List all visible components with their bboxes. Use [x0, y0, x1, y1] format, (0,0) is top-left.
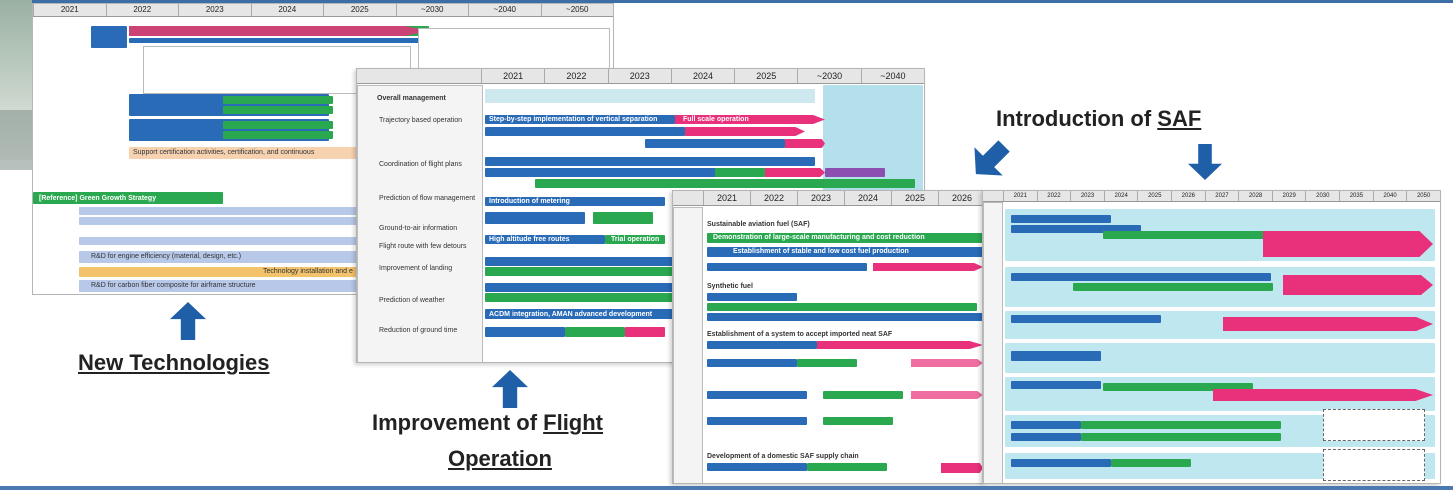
caption-operation: Operation — [448, 446, 552, 471]
year-safb-10: 2035 — [1339, 191, 1373, 201]
row-synthetic: Synthetic fuel — [707, 283, 753, 290]
bar-demo-large-scale: Demonstration of large-scale manufacturi… — [713, 234, 925, 241]
reference-label: [Reference] Green Growth Strategy — [39, 195, 157, 202]
row-overall-management: Overall management — [377, 95, 446, 102]
row-few-detours: Flight route with few detours — [379, 243, 467, 250]
year-safb-2: 2023 — [1070, 191, 1104, 201]
year-flightop-5: ~2030 — [797, 69, 860, 83]
row-weather: Prediction of weather — [379, 297, 445, 304]
year-safb-3: 2024 — [1103, 191, 1138, 201]
year-safb-11: 2040 — [1372, 191, 1407, 201]
year-safa-2: 2023 — [797, 191, 844, 205]
year-flightop-6: ~2040 — [860, 69, 924, 83]
support-label: Support certification activities, certif… — [133, 149, 315, 156]
row-trajectory: Trajectory based operation — [379, 117, 463, 124]
bar-vertical-separation: Step-by-step implementation of vertical … — [489, 116, 658, 123]
year-safb-4: 2025 — [1137, 191, 1171, 201]
year-safb-8: 2029 — [1271, 191, 1306, 201]
year-safb-7: 2028 — [1238, 191, 1272, 201]
bar-stable-low-cost: Establishment of stable and low cost fue… — [733, 248, 909, 255]
year-safa-3: 2024 — [844, 191, 891, 205]
year-flightop-1: 2022 — [544, 69, 607, 83]
year-newtech-4: 2025 — [323, 4, 396, 16]
left-decoration-shade — [0, 110, 32, 170]
bar-free-routes: High altitude free routes — [489, 236, 570, 243]
up-arrow-flight-operation — [492, 370, 528, 408]
caption-flight-operation: Improvement of Flight — [372, 410, 604, 435]
row-landing: Improvement of landing — [379, 265, 453, 272]
year-newtech-3: 2024 — [250, 4, 324, 16]
bottom-border — [0, 486, 1453, 490]
bar-trial-operation: Trial operation — [611, 236, 660, 243]
item-engine-efficiency: R&D for engine efficiency (material, des… — [91, 253, 242, 260]
bar-metering: Introduction of metering — [489, 198, 570, 205]
year-newtech-6: ~2040 — [468, 4, 541, 16]
year-newtech-0: 2021 — [33, 4, 106, 16]
year-safa-4: 2025 — [891, 191, 938, 205]
caption-new-technologies: New Technologies — [78, 350, 270, 375]
year-newtech-1: 2022 — [105, 4, 179, 16]
year-flightop-0: 2021 — [481, 69, 544, 83]
row-imported: Establishment of a system to accept impo… — [707, 331, 893, 338]
row-supply-chain: Development of a domestic SAF supply cha… — [707, 453, 859, 460]
technology-label: Technology installation and e — [263, 268, 353, 275]
item-carbon-fiber: R&D for carbon fiber composite for airfr… — [91, 282, 256, 289]
year-safb-9: 2030 — [1305, 191, 1339, 201]
year-newtech-2: 2023 — [178, 4, 251, 16]
top-border — [0, 0, 1453, 3]
bar-full-scale: Full scale operation — [683, 116, 749, 123]
up-arrow-new-tech — [170, 302, 206, 340]
year-safb-0: 2021 — [1003, 191, 1037, 201]
row-coordination: Coordination of flight plans — [379, 161, 462, 168]
row-saf: Sustainable aviation fuel (SAF) — [707, 221, 810, 228]
year-flightop-3: 2024 — [670, 69, 734, 83]
diagonal-arrow-saf — [962, 132, 1019, 189]
year-newtech-5: ~2030 — [395, 4, 469, 16]
year-safa-5: 2026 — [938, 191, 985, 205]
caption-saf: Introduction of SAF — [996, 106, 1202, 131]
year-safb-1: 2022 — [1036, 191, 1071, 201]
year-safa-1: 2022 — [750, 191, 797, 205]
year-flightop-2: 2023 — [607, 69, 671, 83]
bar-acdm: ACDM integration, AMAN advanced developm… — [489, 311, 653, 318]
year-newtech-7: ~2050 — [540, 4, 614, 16]
year-safb-12: 2050 — [1406, 191, 1440, 201]
year-safb-5: 2026 — [1171, 191, 1205, 201]
row-ground-time: Reduction of ground time — [379, 327, 458, 334]
year-flightop-4: 2025 — [734, 69, 797, 83]
row-ground-to-air: Ground-to-air information — [379, 225, 458, 232]
year-safa-0: 2021 — [703, 191, 750, 205]
down-arrow-saf — [1188, 144, 1222, 180]
row-flow-management: Prediction of flow management — [379, 195, 476, 202]
year-safb-6: 2027 — [1204, 191, 1239, 201]
